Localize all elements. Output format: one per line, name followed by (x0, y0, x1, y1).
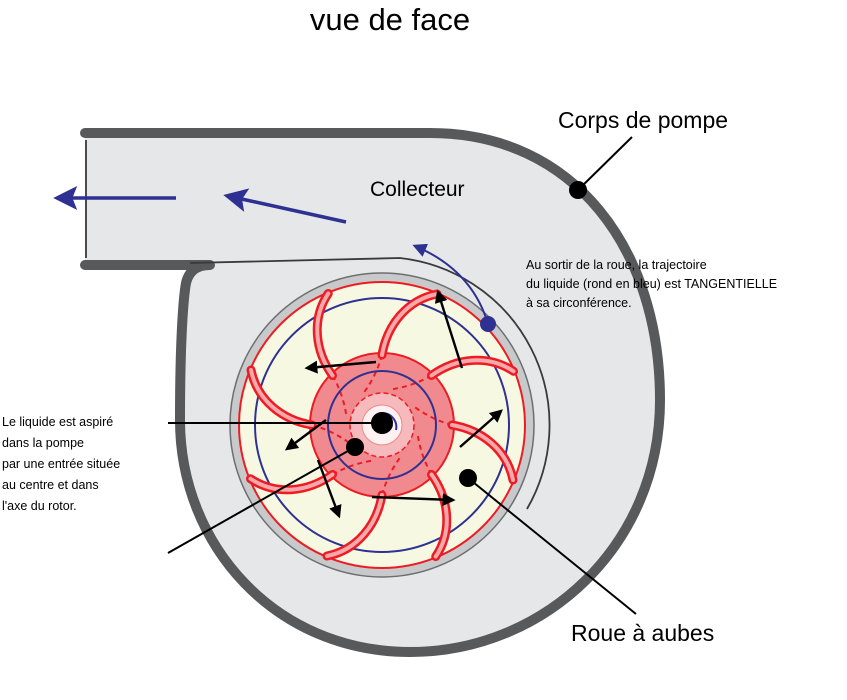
rotor-axis-leader-line (167, 446, 356, 554)
annotation-line: Le liquide est aspiré (2, 415, 114, 429)
liquid-particle-dot (480, 316, 496, 332)
volute-tongue (189, 257, 551, 510)
flow-arrow (434, 289, 464, 369)
impeller-label: Roue à aubes (571, 620, 715, 646)
rotor-axis-marker-dot (346, 438, 364, 456)
impeller-marker-dot (459, 469, 477, 487)
tangent-annotation: Au sortir de la roue, la trajectoire du … (526, 256, 777, 313)
annotation-line: au centre et dans (2, 478, 99, 492)
inlet-marker-dot (371, 412, 393, 434)
flow-arrow (459, 409, 503, 448)
annotation-line: par une entrée située (2, 457, 121, 471)
annotation-line: à sa circonférence. (526, 296, 632, 310)
collector-label: Collecteur (370, 178, 465, 201)
pump-casing-wall (80, 128, 665, 657)
diagram-title: vue de face (309, 2, 471, 37)
casing-marker-dot (569, 181, 587, 199)
inlet-annotation: Le liquide est aspiré dans la pompe par … (2, 412, 120, 517)
casing-label: Corps de pompe (558, 107, 729, 133)
flow-arrow (316, 459, 342, 519)
flow-arrow (304, 360, 377, 374)
annotation-line: Au sortir de la roue, la trajectoire (526, 258, 707, 272)
tangent-trajectory-arrow (412, 243, 489, 325)
annotation-line: dans la pompe (2, 436, 85, 450)
annotation-line: du liquide (rond en bleu) est TANGENTIEL… (526, 277, 778, 291)
flow-spiral-outer (254, 297, 510, 553)
flow-spiral-inner (327, 370, 437, 480)
flow-arrow (371, 493, 456, 507)
collector-flow-arrow (223, 188, 347, 224)
impeller-leader-line (467, 477, 637, 615)
flow-arrow (284, 419, 327, 451)
annotation-line: l'axe du rotor. (2, 499, 77, 513)
casing-leader-line (577, 136, 633, 191)
